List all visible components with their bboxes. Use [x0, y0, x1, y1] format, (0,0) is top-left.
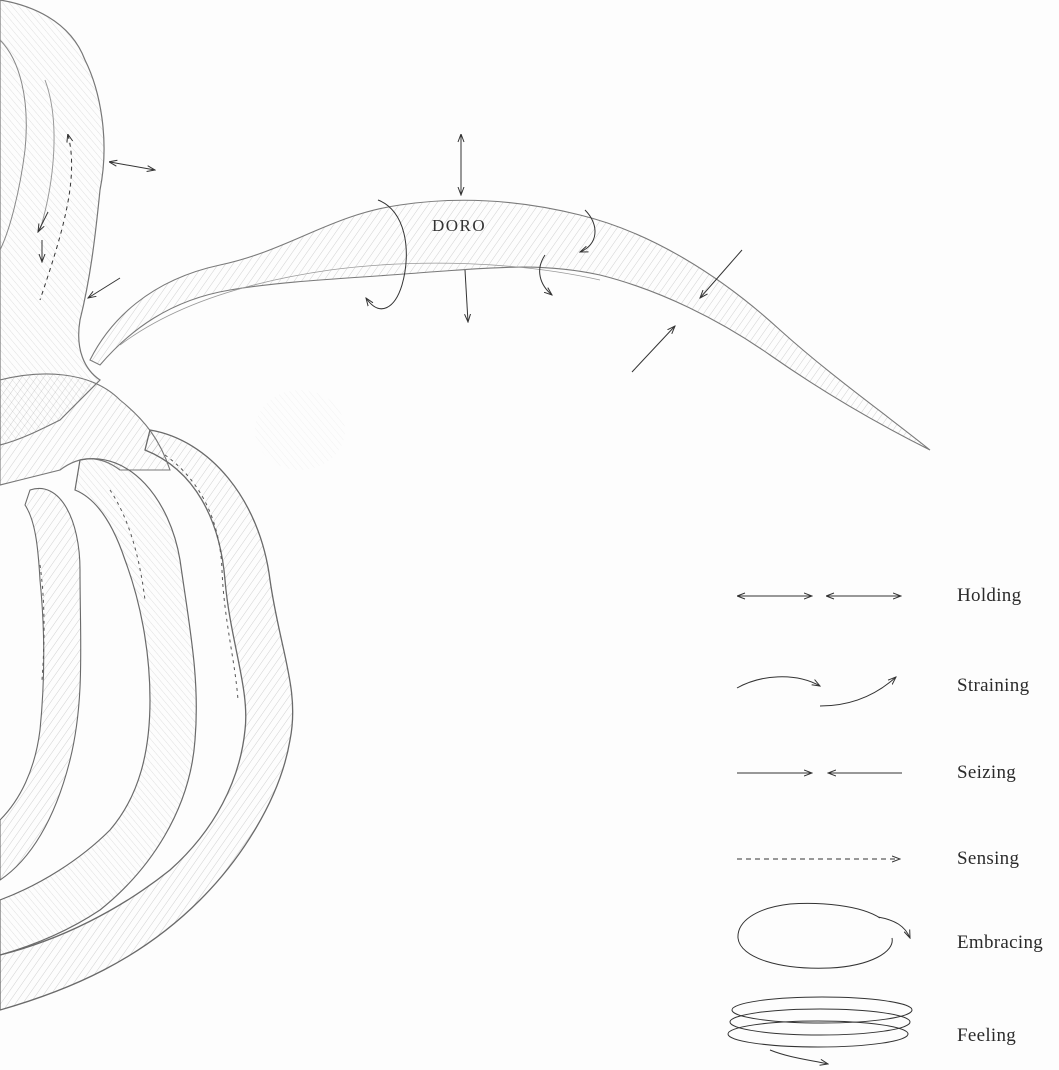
legend-label-straining: Straining [957, 675, 1029, 697]
legend-label-embracing: Embracing [957, 932, 1043, 954]
octopus-arm-inner [0, 488, 81, 880]
legend-label-feeling: Feeling [957, 1025, 1016, 1047]
legend-symbol-straining [737, 677, 896, 706]
legend-symbol-embracing [738, 903, 910, 968]
legend-symbol-feeling [728, 997, 912, 1064]
legend-label-sensing: Sensing [957, 848, 1019, 870]
legend-label-holding: Holding [957, 585, 1021, 607]
doro-label: DORO [432, 216, 486, 236]
legend-label-seizing: Seizing [957, 762, 1016, 784]
doro-tentacle [90, 200, 930, 450]
